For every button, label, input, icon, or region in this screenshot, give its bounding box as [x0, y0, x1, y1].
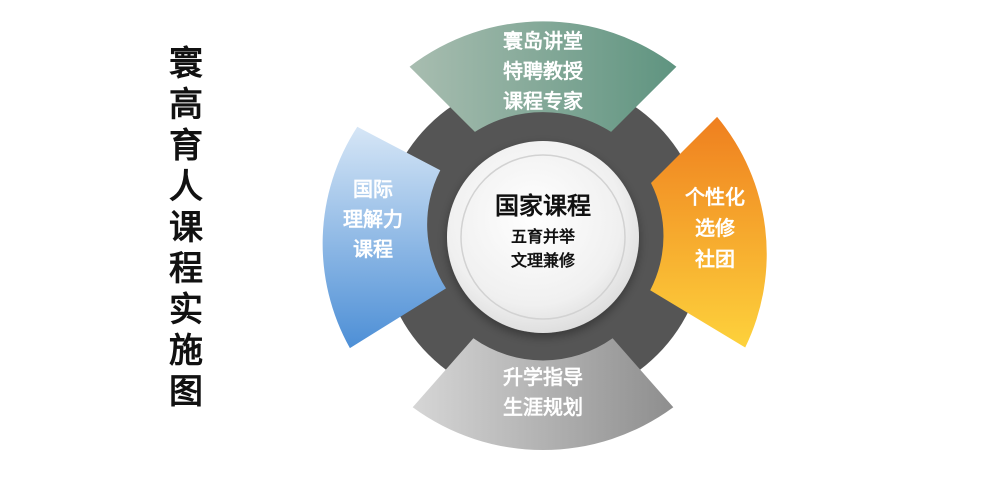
title-char: 人	[169, 167, 203, 207]
bottom-label-2: 生涯规划	[503, 395, 583, 419]
left-label-3: 课程	[353, 237, 393, 261]
title-char: 育	[169, 126, 203, 166]
title-char: 程	[169, 249, 203, 289]
top-label-2: 特聘教授	[503, 59, 584, 83]
title-char: 施	[169, 331, 203, 371]
bottom-label-1: 升学指导	[503, 365, 583, 389]
center-line-1: 五育并举	[511, 227, 576, 246]
title-char: 寰	[169, 44, 203, 84]
title-char: 图	[169, 372, 203, 412]
right-label-3: 社团	[694, 247, 735, 271]
segment-left	[322, 126, 446, 349]
segment-right	[650, 116, 767, 348]
center-line-2: 文理兼修	[511, 251, 576, 270]
top-label-3: 课程专家	[503, 89, 584, 113]
center-disc	[447, 141, 639, 333]
segment-bottom	[412, 338, 674, 451]
left-label-2: 理解力	[343, 207, 403, 231]
segment-top	[409, 21, 677, 132]
top-label-1: 寰岛讲堂	[503, 29, 583, 53]
right-label-2: 选修	[695, 216, 736, 240]
title-char: 课	[169, 208, 203, 248]
title-char: 实	[169, 290, 203, 330]
vertical-title: 寰 高 育 人 课 程 实 施 图	[160, 44, 212, 413]
title-char: 高	[169, 85, 203, 125]
left-label-1: 国际	[353, 177, 393, 201]
right-label-1: 个性化	[684, 185, 745, 209]
center-title: 国家课程	[495, 192, 591, 220]
